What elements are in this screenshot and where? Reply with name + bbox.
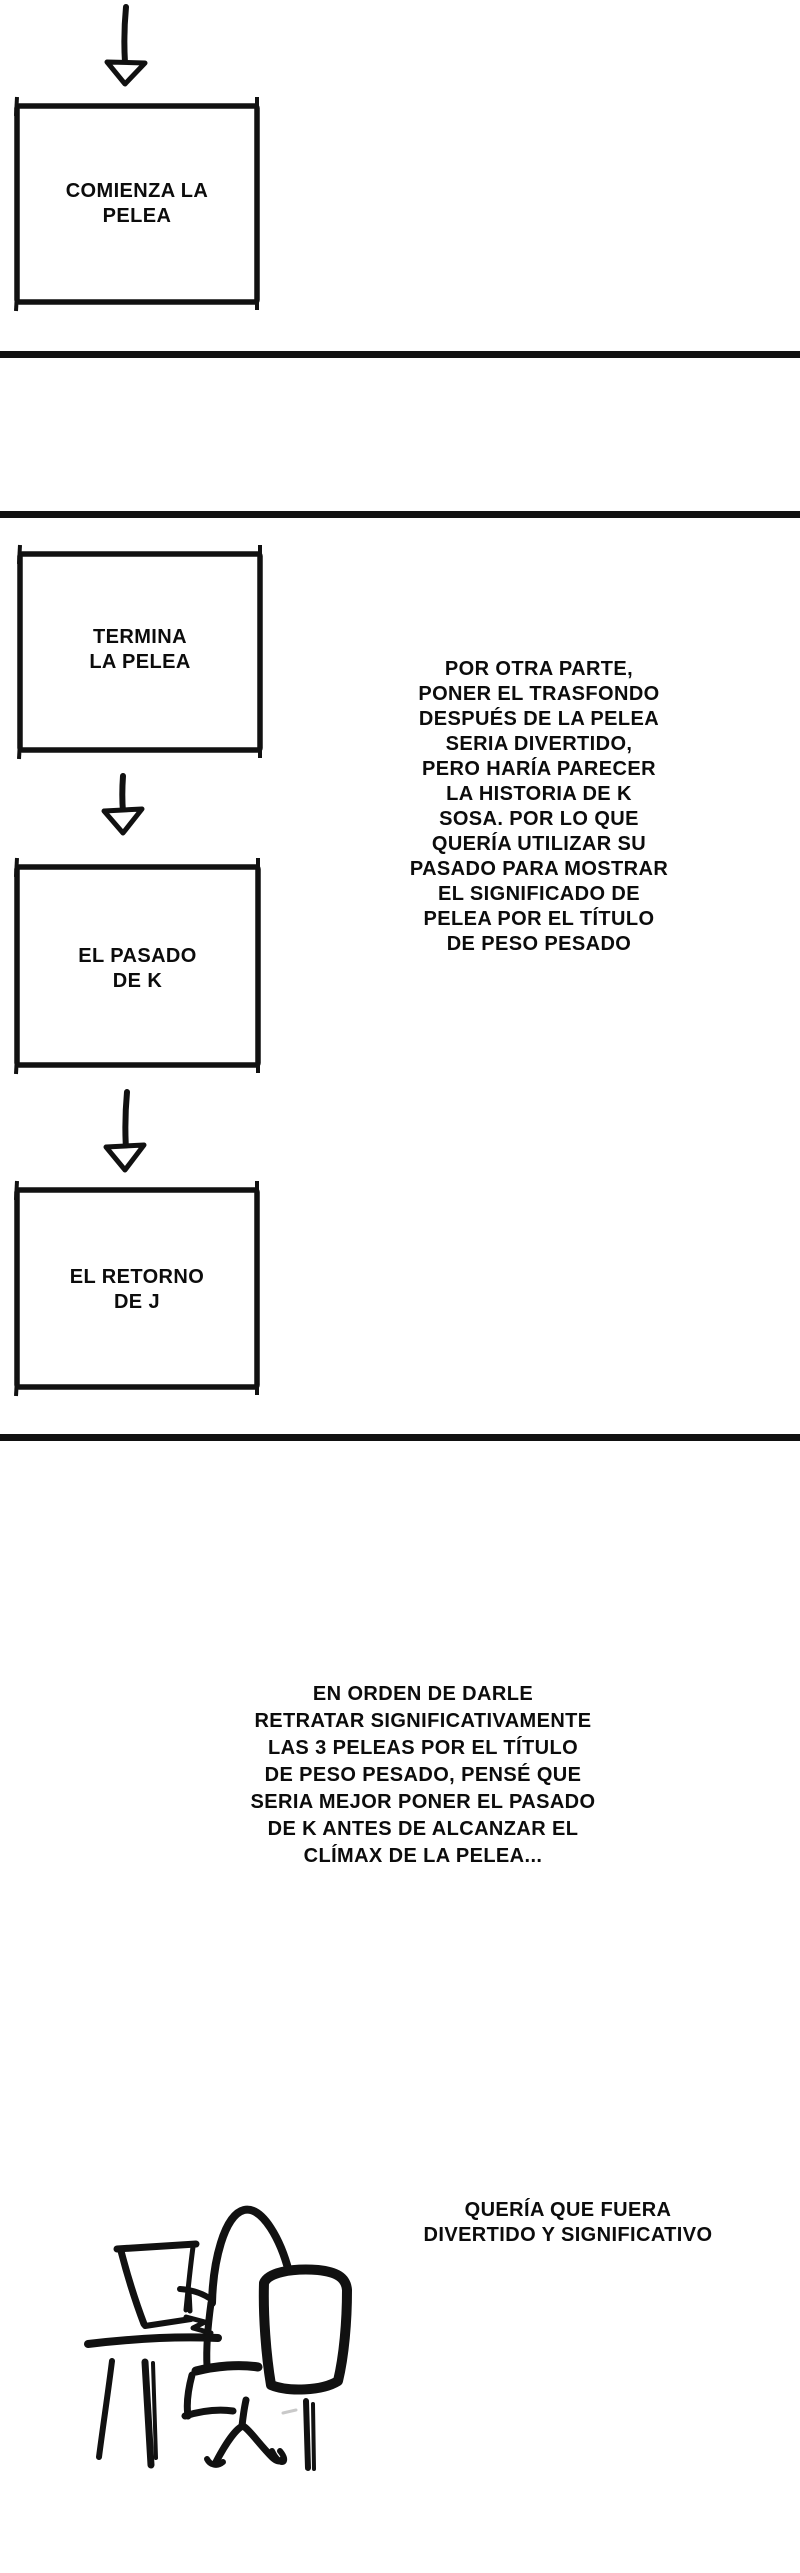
panel-divider-3: [0, 1434, 800, 1441]
person-working-at-desk-icon: [84, 2205, 352, 2471]
arrow-down-icon: [104, 4, 148, 87]
flow-node-box-3: [14, 857, 261, 1075]
flow-node-box-2: [17, 544, 263, 760]
panel-divider-1: [0, 351, 800, 358]
arrow-down-icon: [103, 1089, 147, 1173]
panel-divider-2: [0, 511, 800, 518]
arrow-down-icon: [101, 773, 145, 836]
flow-node-box-4: [14, 1180, 260, 1397]
flow-node-box-1: [14, 96, 260, 312]
